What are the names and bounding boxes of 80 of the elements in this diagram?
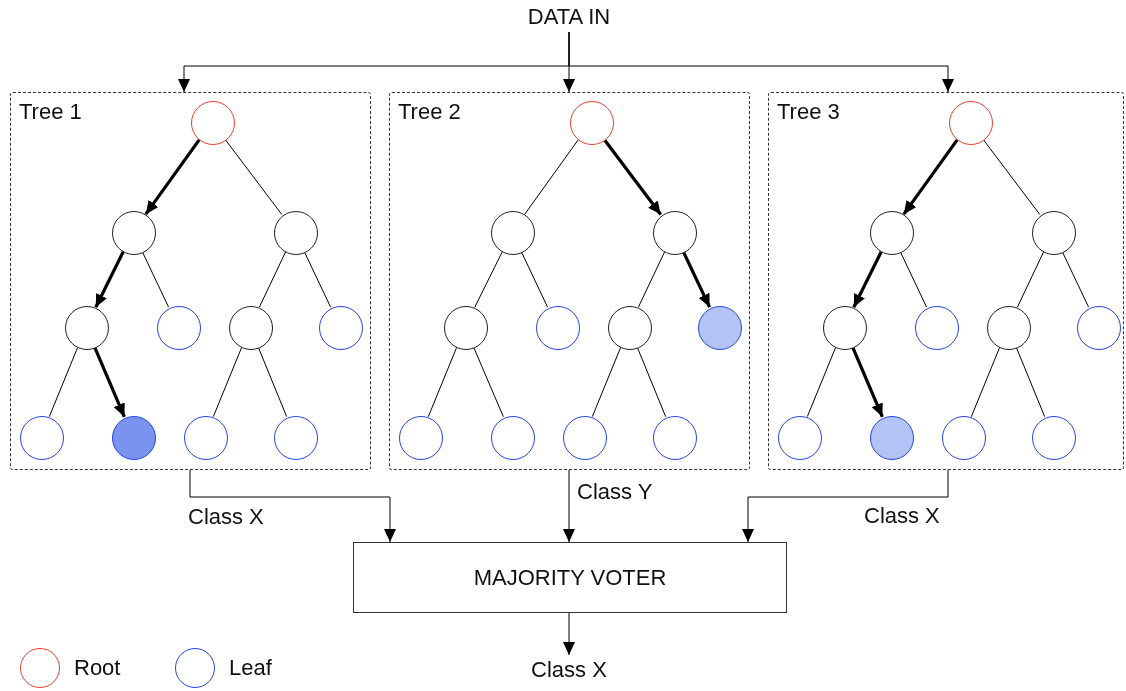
voter-box xyxy=(353,542,787,613)
inner-node-circle xyxy=(444,306,488,350)
leaf-node-circle xyxy=(698,306,742,350)
arrow xyxy=(563,612,575,656)
connector-line xyxy=(899,251,928,308)
tree-panel xyxy=(389,92,750,470)
voter-label: MAJORITY VOTER xyxy=(473,564,667,591)
arrow xyxy=(852,251,883,308)
leaf-node-circle xyxy=(563,416,607,460)
leaf-node-circle xyxy=(778,416,822,460)
leaf-node-circle xyxy=(536,306,580,350)
inner-node-circle xyxy=(65,306,109,350)
connector-line xyxy=(806,346,837,418)
connector-line xyxy=(224,139,283,215)
tree-panel xyxy=(768,92,1124,470)
leaf-node-circle xyxy=(112,416,156,460)
inner-node-circle xyxy=(653,211,697,255)
root-node-circle xyxy=(191,101,235,145)
arrow xyxy=(681,251,712,308)
arrow xyxy=(93,346,126,418)
connector-line xyxy=(524,139,579,215)
legend-label: Leaf xyxy=(229,655,272,681)
connector-line xyxy=(637,251,666,308)
inner-node-circle xyxy=(1032,211,1076,255)
tree-title: Tree 2 xyxy=(398,99,461,125)
arrow xyxy=(902,138,959,216)
inner-node-circle xyxy=(112,211,156,255)
leaf-node-circle xyxy=(319,306,363,350)
inner-node-circle xyxy=(987,306,1031,350)
root-node-circle xyxy=(570,101,614,145)
leaf-node-circle xyxy=(157,306,201,350)
tree-title: Tree 3 xyxy=(777,99,840,125)
input-label: DATA IN xyxy=(469,2,669,32)
connector-line xyxy=(982,139,1041,215)
connector-line xyxy=(591,346,622,418)
output-label: Class X xyxy=(489,655,649,685)
connector-line xyxy=(970,346,1001,418)
tree-title: Tree 1 xyxy=(19,99,82,125)
connector-line xyxy=(636,346,667,418)
inner-node-circle xyxy=(870,211,914,255)
connector-line xyxy=(1016,251,1045,308)
arrow xyxy=(144,138,201,216)
arrow xyxy=(189,469,396,543)
leaf-node-circle xyxy=(399,416,443,460)
inner-node-circle xyxy=(823,306,867,350)
connector-line xyxy=(1015,346,1046,418)
leaf-node-circle xyxy=(942,416,986,460)
connector-line xyxy=(141,251,170,308)
connector-line xyxy=(212,346,243,418)
leaf-node-circle xyxy=(20,416,64,460)
leaf-node-circle xyxy=(1077,306,1121,350)
connector-line xyxy=(257,346,288,418)
connector-line xyxy=(1061,251,1090,308)
connector-line xyxy=(48,346,79,418)
legend-label: Root xyxy=(74,655,121,681)
leaf-node-circle xyxy=(184,416,228,460)
arrow xyxy=(568,31,954,93)
connector-line xyxy=(303,251,332,308)
arrow xyxy=(851,346,884,418)
leaf-node-circle xyxy=(491,416,535,460)
root-node-circle xyxy=(949,101,993,145)
leaf-node-circle xyxy=(870,416,914,460)
inner-node-circle xyxy=(274,211,318,255)
inner-node-circle xyxy=(491,211,535,255)
arrow xyxy=(602,138,663,216)
inner-node-circle xyxy=(229,306,273,350)
arrow xyxy=(742,469,949,543)
inner-node-circle xyxy=(608,306,652,350)
arrow xyxy=(563,469,575,543)
leaf-node-circle xyxy=(653,416,697,460)
arrow xyxy=(94,251,125,308)
leaf-node-circle xyxy=(1032,416,1076,460)
leaf-node-circle xyxy=(274,416,318,460)
connector-line xyxy=(473,346,504,418)
connector-line xyxy=(258,251,287,308)
connector-line xyxy=(427,346,458,418)
connector-line xyxy=(520,251,549,308)
leaf-node-circle xyxy=(915,306,959,350)
tree-panel xyxy=(10,92,371,470)
connector-line xyxy=(474,251,503,308)
